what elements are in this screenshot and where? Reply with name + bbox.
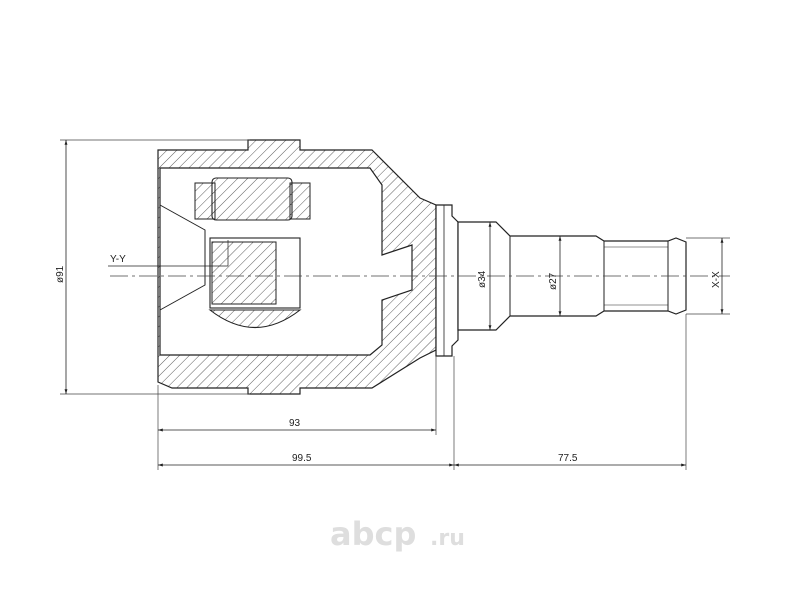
label-xx: X-X <box>711 271 722 288</box>
label-len77-5: 77.5 <box>558 453 578 464</box>
label-d27: ø27 <box>548 272 559 290</box>
watermark-logo: abcp .ru <box>330 515 465 553</box>
spline-shaft <box>457 221 687 331</box>
flange-ring <box>435 204 459 357</box>
dim-len-total: 99.5 77.5 <box>158 314 687 470</box>
dim-d91: ø91 <box>55 139 250 395</box>
dim-d27: ø27 <box>548 236 562 316</box>
dim-yy: Y-Y <box>108 240 229 267</box>
tripod-roller <box>194 177 311 328</box>
dim-d34: ø34 <box>477 222 492 330</box>
dim-len93: 93 <box>157 356 437 470</box>
label-d91: ø91 <box>55 265 66 283</box>
watermark-tld: .ru <box>430 526 465 551</box>
watermark-brand: abcp <box>330 515 416 553</box>
label-len93: 93 <box>289 418 301 429</box>
label-len99-5: 99.5 <box>292 453 312 464</box>
label-d34: ø34 <box>477 270 488 288</box>
label-yy: Y-Y <box>110 254 126 265</box>
dim-xx: X-X <box>686 237 730 315</box>
